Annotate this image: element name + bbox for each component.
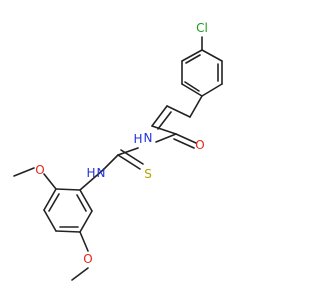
bond-ring1-a [201,49,223,62]
atom-label-methoxy-oxygen-1: O [35,163,44,177]
atom-label-aryl-nitrogen: N [97,166,106,180]
atom-label-carbonyl-oxygen: O [195,138,204,152]
bond-ome2-ch3 [71,267,89,281]
atom-label-aryl-hydrogen: H [86,166,95,180]
bond-ring1-d [181,83,203,97]
atom-label-methoxy-oxygen-2: O [83,252,92,266]
bond-ring2-f [79,189,93,212]
bond-co-b [173,138,195,149]
atom-label-amide-hydrogen: H [133,132,142,146]
bond-alkene-carbonyl [151,125,177,135]
atom-label-chlorine: Cl [196,21,208,35]
bond-ring1-c [201,83,223,97]
molecule-structure: Cl N H O N H S O O [13,21,223,281]
atom-label-amide-nitrogen: N [144,131,153,145]
bond-nh-ring2 [79,169,104,191]
bond-ring1-double-3 [185,54,201,64]
bond-ring2-b [43,188,57,211]
bond-ring2-ome1 [43,173,57,190]
bond-ring2-c [43,209,57,232]
bond-ring1-double-2 [184,81,200,92]
bond-vinyl-double-outer [151,105,168,127]
bond-nh-amide-left [155,133,177,143]
bond-nh-amide-right [117,147,139,156]
bond-ring2-ome2 [79,231,89,252]
atom-label-sulfur: S [144,167,152,181]
bond-ring2-double-1 [48,193,60,212]
bond-ring2-a [55,188,81,191]
bond-co-a [175,133,197,144]
bond-ring2-d [55,230,81,233]
bond-ring2-e [79,210,93,233]
bond-cs-a [117,154,141,170]
bonds [13,36,223,281]
bond-vinyl-single [166,105,191,118]
bond-ring1-f [181,49,203,62]
bond-cs-b [120,149,144,165]
bond-ring-vinyl [189,95,203,118]
bond-ring2-double-3 [76,194,87,212]
molecule-svg: Cl N H O N H S O O [13,21,223,281]
atom-labels: Cl N H O N H S O O [35,21,208,266]
bond-ome1-ch3 [13,167,35,177]
bond-c-nh-aryl [102,154,119,171]
bond-vinyl-double-inner [157,111,172,130]
